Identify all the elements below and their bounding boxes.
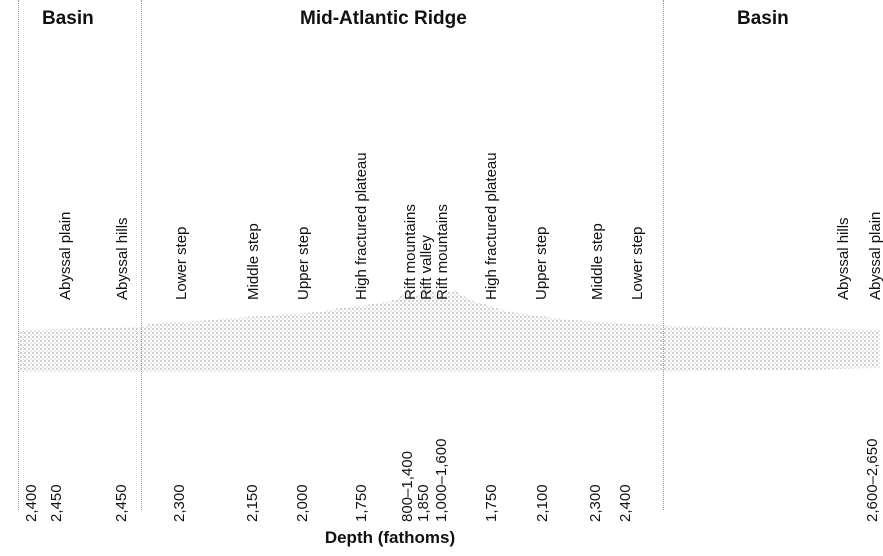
feature-label-text: Abyssal plain xyxy=(57,211,74,300)
depth-label: 2,300 xyxy=(586,380,608,522)
feature-label: Rift mountains xyxy=(433,10,455,300)
depth-label: 2,000 xyxy=(293,380,315,522)
depth-label: 2,400 xyxy=(616,380,638,522)
feature-label: Lower step xyxy=(172,10,194,300)
relief-band xyxy=(18,288,880,372)
depth-label-text: 2,400 xyxy=(617,484,634,522)
depth-label-text: 2,300 xyxy=(587,484,604,522)
feature-label: High fractured plateau xyxy=(482,10,504,300)
depth-label-text: 2,300 xyxy=(171,484,188,522)
depth-label: 2,450 xyxy=(47,380,69,522)
feature-label: Upper step xyxy=(532,10,554,300)
feature-label: Abyssal hills xyxy=(834,10,856,300)
region-label-left-basin: Basin xyxy=(42,8,94,29)
feature-label-text: Abyssal hills xyxy=(835,217,852,300)
feature-label-text: High fractured plateau xyxy=(353,152,370,300)
feature-label-text: Lower step xyxy=(629,226,646,300)
feature-label: Middle step xyxy=(244,10,266,300)
depth-label: 2,100 xyxy=(533,380,555,522)
feature-label-text: Upper step xyxy=(295,226,312,300)
feature-label: Abyssal plain xyxy=(866,10,883,300)
feature-label: Lower step xyxy=(628,10,650,300)
depth-label: 1,750 xyxy=(352,380,374,522)
depth-label-text: 2,100 xyxy=(534,484,551,522)
feature-label: Abyssal plain xyxy=(56,10,78,300)
feature-label-text: Middle step xyxy=(245,223,262,300)
depth-label-text: 1,850 xyxy=(415,484,432,522)
feature-label-text: Abyssal plain xyxy=(867,211,883,300)
depth-label-text: 2,450 xyxy=(113,484,130,522)
depth-label: 2,600–2,650 xyxy=(863,380,883,522)
depth-label-text: 1,750 xyxy=(483,484,500,522)
region-label-mid-atlantic-ridge: Mid-Atlantic Ridge xyxy=(300,8,467,29)
feature-label: Upper step xyxy=(294,10,316,300)
depth-label: 2,300 xyxy=(170,380,192,522)
feature-label-text: Upper step xyxy=(533,226,550,300)
depth-label: 1,000–1,600 xyxy=(432,380,454,522)
right-region-divider xyxy=(663,0,664,510)
depth-label-text: 2,150 xyxy=(244,484,261,522)
feature-label-text: Abyssal hills xyxy=(114,217,131,300)
left-edge-divider xyxy=(18,0,19,510)
depth-label: 2,400 xyxy=(22,380,44,522)
feature-label: High fractured plateau xyxy=(352,10,374,300)
depth-label-text: 1,750 xyxy=(353,484,370,522)
depth-label-text: 1,000–1,600 xyxy=(433,438,450,522)
feature-label-text: Lower step xyxy=(173,226,190,300)
depth-label: 2,150 xyxy=(243,380,265,522)
depth-label-text: 2,450 xyxy=(48,484,65,522)
axis-label-depth: Depth (fathoms) xyxy=(324,528,456,547)
depth-label: 2,450 xyxy=(112,380,134,522)
region-label-right-basin: Basin xyxy=(737,8,789,29)
left-region-divider xyxy=(141,0,142,510)
feature-label: Middle step xyxy=(588,10,610,300)
feature-label-text: Middle step xyxy=(589,223,606,300)
feature-label-text: High fractured plateau xyxy=(483,152,500,300)
feature-label: Abyssal hills xyxy=(113,10,135,300)
depth-label-text: 2,600–2,650 xyxy=(864,438,881,522)
depth-label-text: 2,000 xyxy=(294,484,311,522)
feature-label-text: Rift mountains xyxy=(434,204,451,300)
depth-label-text: 2,400 xyxy=(23,484,40,522)
depth-label: 1,750 xyxy=(482,380,504,522)
